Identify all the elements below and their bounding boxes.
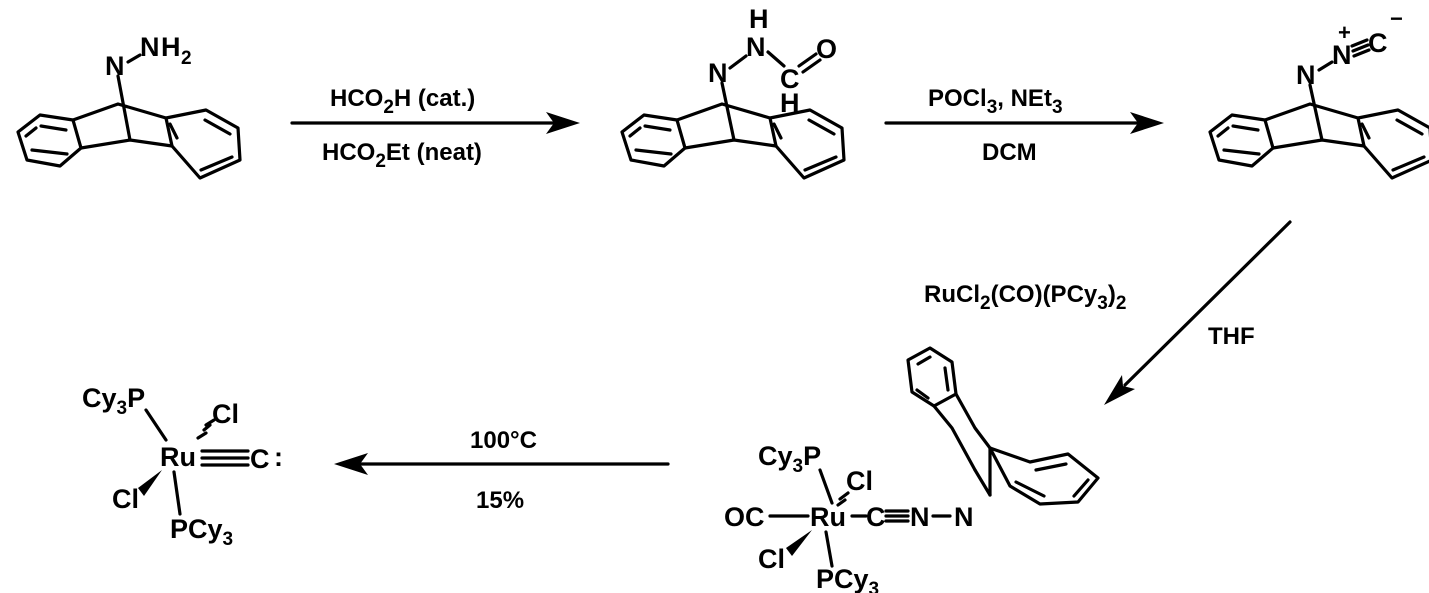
atom-ru: Ru bbox=[810, 502, 846, 532]
atom-n-amine: N bbox=[140, 32, 160, 62]
step-1-arrow: HCO2H (cat.) HCO2Et (neat) bbox=[290, 85, 580, 172]
atom-n-bridge: N bbox=[708, 58, 728, 88]
charge-minus: − bbox=[1390, 6, 1403, 31]
step-3-arrow: RuCl2(CO)(PCy3)2 THF bbox=[924, 220, 1292, 405]
charge-plus: + bbox=[1338, 20, 1351, 45]
atom-c-carbide: C bbox=[250, 444, 270, 474]
atom-c-formyl: C bbox=[780, 64, 800, 94]
atom-cl-upper: Cl bbox=[212, 399, 239, 429]
molecule-ru-carbide: Cy3P Cl Ru C : Cl PCy3 bbox=[82, 383, 283, 550]
atom-cl-upper: Cl bbox=[846, 466, 873, 496]
step-1-reagent-above: HCO2H (cat.) bbox=[330, 85, 475, 118]
atom-h-amide: H bbox=[749, 4, 769, 34]
atom-cl-lower: Cl bbox=[758, 544, 785, 574]
step-1-reagent-below: HCO2Et (neat) bbox=[322, 139, 482, 172]
step-4-condition-above: 100°C bbox=[470, 427, 537, 454]
step-2-reagent-above: POCl3, NEt3 bbox=[928, 85, 1063, 118]
molecule-formamide: N N H C O H bbox=[620, 4, 846, 180]
atom-pcy-lower: PCy3 bbox=[816, 564, 879, 593]
atom-ru: Ru bbox=[160, 442, 196, 472]
molecule-isocyanide: N N + C − bbox=[1208, 6, 1429, 180]
atom-h-amine: H bbox=[161, 32, 181, 62]
step-4-arrow: 100°C 15% bbox=[334, 427, 670, 514]
atom-c-isocyanide-ligand: C bbox=[866, 502, 886, 532]
step-3-reagent-above: RuCl2(CO)(PCy3)2 bbox=[924, 281, 1126, 314]
atom-n-isocyano: N bbox=[1332, 40, 1352, 70]
molecule-ru-isocyanide-complex: Cy3P Cl OC Ru C N N Cl PCy3 bbox=[724, 346, 1100, 593]
atom-n-bridge: N bbox=[954, 502, 974, 532]
step-2-reagent-below: DCM bbox=[982, 139, 1037, 166]
atom-h-formyl: H bbox=[780, 88, 800, 118]
atom-cy-upper: Cy3P bbox=[82, 383, 145, 419]
atom-n-bridge: N bbox=[105, 51, 125, 81]
sub-h2: 2 bbox=[181, 48, 192, 69]
step-2-arrow: POCl3, NEt3 DCM bbox=[884, 85, 1164, 166]
step-4-condition-below: 15% bbox=[476, 487, 524, 514]
atom-pcy-lower: PCy3 bbox=[170, 514, 233, 550]
atom-cy-upper: Cy3P bbox=[758, 441, 821, 477]
atom-c-isocyano: C bbox=[1368, 28, 1388, 58]
atom-n-amide: N bbox=[746, 32, 766, 62]
atom-n-bridge: N bbox=[1296, 60, 1316, 90]
atom-n-isocyanide-ligand: N bbox=[910, 502, 930, 532]
step-3-reagent-below: THF bbox=[1208, 323, 1255, 350]
carbide-lone-pair: : bbox=[274, 442, 283, 472]
atom-oc: OC bbox=[724, 502, 765, 532]
atom-cl-lower: Cl bbox=[112, 484, 139, 514]
molecule-aminoamine: N N H 2 bbox=[16, 32, 242, 180]
atom-o-formyl: O bbox=[816, 34, 837, 64]
